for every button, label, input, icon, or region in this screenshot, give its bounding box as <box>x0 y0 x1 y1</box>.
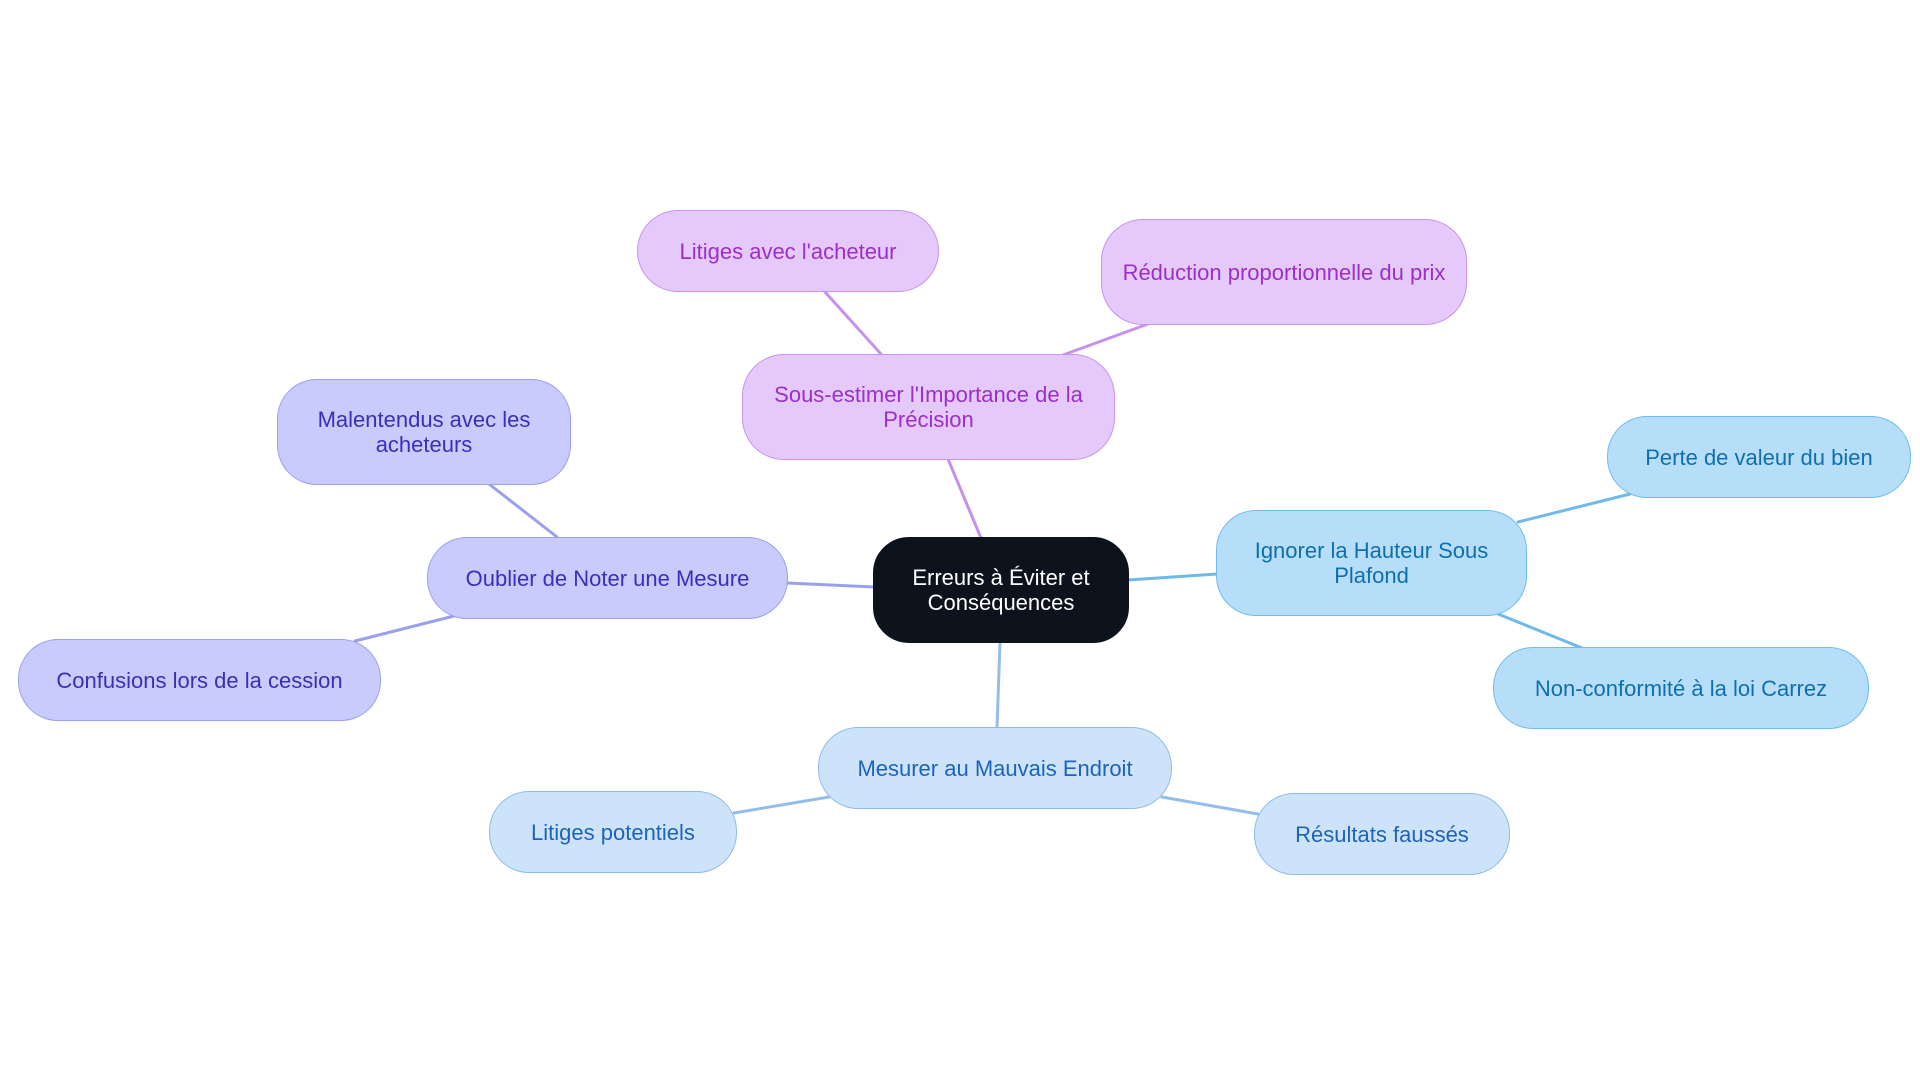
branch-node-label: Mesurer au Mauvais Endroit <box>857 755 1133 781</box>
leaf-node-label: Confusions lors de la cession <box>56 667 343 693</box>
connector-precision-reduction <box>1061 322 1150 357</box>
connector-mesurer-litiges-potentiels <box>732 795 831 815</box>
connector-oublier-malentendus <box>487 482 559 539</box>
connector-root-precision <box>946 457 983 540</box>
branch-node-precision[interactable]: Sous-estimer l'Importance de la Précisio… <box>742 354 1115 460</box>
branch-node-hauteur-plafond[interactable]: Ignorer la Hauteur Sous Plafond <box>1216 510 1527 616</box>
leaf-node-litiges-potentiels[interactable]: Litiges potentiels <box>489 791 737 873</box>
leaf-node-label: Malentendus avec les acheteurs <box>317 407 531 457</box>
connector-oublier-confusions <box>353 614 456 643</box>
leaf-node-litiges-acheteur[interactable]: Litiges avec l'acheteur <box>637 210 939 292</box>
connector-precision-litiges-acheteur <box>823 290 883 356</box>
connector-hauteur-nonconformite <box>1496 612 1584 650</box>
root-node[interactable]: Erreurs à Éviter et Conséquences <box>873 537 1129 643</box>
branch-node-label: Sous-estimer l'Importance de la Précisio… <box>774 382 1083 432</box>
branch-node-oublier-mesure[interactable]: Oublier de Noter une Mesure <box>427 537 788 619</box>
leaf-node-confusions[interactable]: Confusions lors de la cession <box>18 639 381 721</box>
leaf-node-label: Résultats faussés <box>1295 821 1469 847</box>
connector-root-hauteur <box>1126 572 1219 582</box>
leaf-node-label: Non-conformité à la loi Carrez <box>1534 675 1828 701</box>
connector-root-mesurer <box>995 640 1002 730</box>
root-node-label: Erreurs à Éviter et Conséquences <box>912 565 1090 615</box>
leaf-node-resultats-fausses[interactable]: Résultats faussés <box>1254 793 1510 875</box>
branch-node-label: Ignorer la Hauteur Sous Plafond <box>1254 538 1489 588</box>
leaf-node-label: Perte de valeur du bien <box>1645 444 1873 470</box>
leaf-node-malentendus[interactable]: Malentendus avec les acheteurs <box>277 379 571 485</box>
leaf-node-label: Litiges potentiels <box>531 819 695 845</box>
leaf-node-non-conformite[interactable]: Non-conformité à la loi Carrez <box>1493 647 1869 729</box>
connector-hauteur-perte <box>1516 492 1632 524</box>
connector-mesurer-resultats <box>1160 795 1260 816</box>
leaf-node-perte-valeur[interactable]: Perte de valeur du bien <box>1607 416 1911 498</box>
branch-node-mauvais-endroit[interactable]: Mesurer au Mauvais Endroit <box>818 727 1172 809</box>
branch-node-label: Oublier de Noter une Mesure <box>465 565 750 591</box>
leaf-node-label: Réduction proportionnelle du prix <box>1122 259 1446 285</box>
connector-root-oublier <box>785 581 876 589</box>
leaf-node-label: Litiges avec l'acheteur <box>679 238 897 264</box>
leaf-node-reduction-prix[interactable]: Réduction proportionnelle du prix <box>1101 219 1467 325</box>
